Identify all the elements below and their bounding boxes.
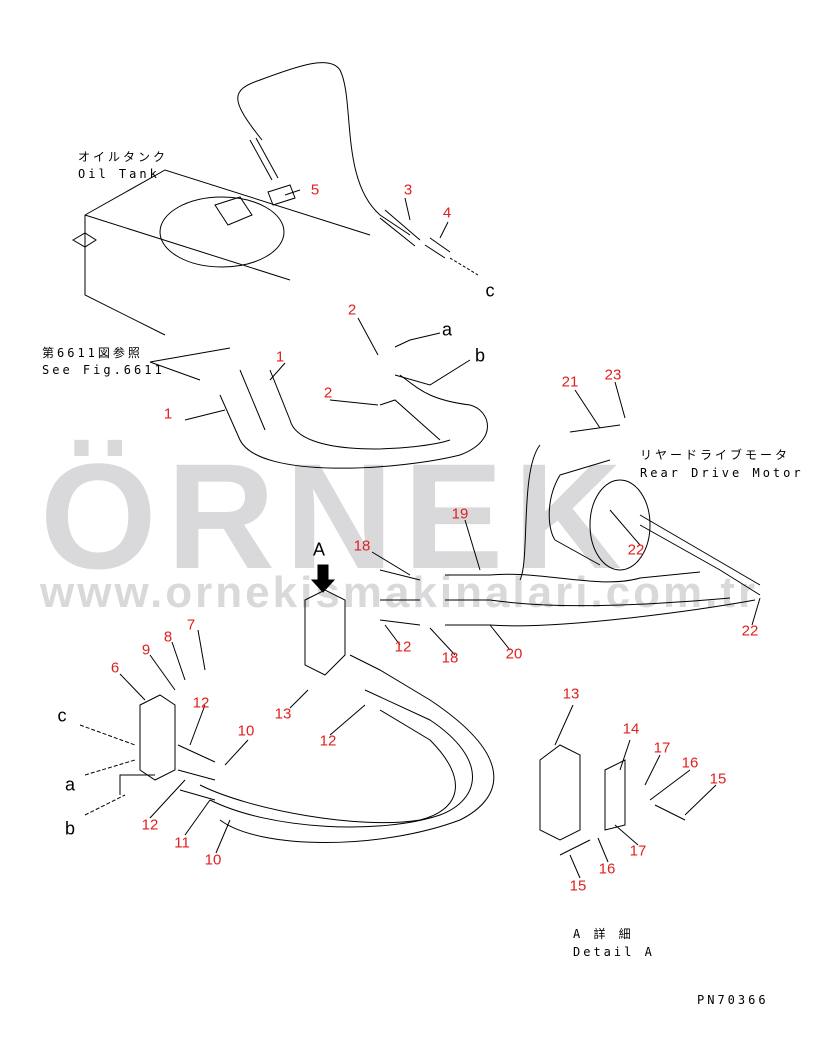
callout: 2 xyxy=(347,301,357,319)
connection-label: b xyxy=(474,345,486,366)
connection-label: c xyxy=(485,280,495,301)
callout: 12 xyxy=(192,694,210,712)
callout: 18 xyxy=(353,537,371,555)
callout: 21 xyxy=(561,373,579,391)
callout: 9 xyxy=(141,641,151,659)
callout: 5 xyxy=(310,181,320,199)
detail-block-13 xyxy=(539,744,581,841)
callout: 17 xyxy=(629,842,647,860)
valve-block-13 xyxy=(304,589,346,676)
hose-3 xyxy=(237,62,411,236)
fitting-2a xyxy=(394,332,441,348)
callout: 18 xyxy=(441,649,459,667)
rear-drive-motor xyxy=(589,479,651,571)
elbow-5 xyxy=(267,184,296,206)
valve-block-6 xyxy=(139,694,176,781)
detail-label-jp: A 詳 細 xyxy=(573,927,634,941)
watermark-logo: ÖRNEK xyxy=(40,432,632,600)
callout: 10 xyxy=(204,851,222,869)
callout: 23 xyxy=(604,366,622,384)
callout: 8 xyxy=(163,628,173,646)
part-number: PN70366 xyxy=(697,993,769,1007)
callout: 16 xyxy=(598,860,616,878)
callout: 14 xyxy=(622,720,640,738)
hose-1 xyxy=(219,374,488,469)
callout: 12 xyxy=(394,638,412,656)
rear-motor-label-en: Rear Drive Motor xyxy=(640,466,804,480)
see-fig-label-en: See Fig.6611 xyxy=(42,363,165,377)
oil-tank-label-jp: オイルタンク xyxy=(78,150,169,164)
hose-end xyxy=(249,137,279,181)
connection-label: a xyxy=(441,319,453,340)
callout: 19 xyxy=(451,505,469,523)
detail-label-en: Detail A xyxy=(573,945,655,959)
connection-label: a xyxy=(64,774,76,795)
connection-label: c xyxy=(57,705,67,726)
view-a-arrow xyxy=(310,564,336,593)
callout: 22 xyxy=(627,541,645,559)
callout: 1 xyxy=(275,348,285,366)
see-fig-label-jp: 第6611図参照 xyxy=(42,346,143,360)
callout: 4 xyxy=(442,204,452,222)
callout: 15 xyxy=(709,770,727,788)
bracket-14 xyxy=(604,759,626,831)
callout: 12 xyxy=(141,816,159,834)
oil-tank xyxy=(72,169,371,336)
callout: 13 xyxy=(274,705,292,723)
callout: 12 xyxy=(319,732,337,750)
callout: 7 xyxy=(186,616,196,634)
callout: 3 xyxy=(403,181,413,199)
callout: 20 xyxy=(505,645,523,663)
view-a-label: A xyxy=(312,539,326,560)
callout: 22 xyxy=(741,622,759,640)
watermark-url: www.ornekismakinalari.com.tr xyxy=(40,568,759,617)
connection-label: b xyxy=(64,818,76,839)
callout: 2 xyxy=(323,384,333,402)
callout: 16 xyxy=(681,754,699,772)
hose-fitting-3 xyxy=(379,209,421,247)
callout: 1 xyxy=(163,405,173,423)
callout: 13 xyxy=(562,685,580,703)
callout: 17 xyxy=(653,739,671,757)
callout: 10 xyxy=(237,722,255,740)
rear-motor-label-jp: リヤードライブモータ xyxy=(640,448,791,462)
oil-tank-label-en: Oil Tank xyxy=(78,167,160,181)
callout: 6 xyxy=(110,659,120,677)
callout: 15 xyxy=(569,877,587,895)
callout: 11 xyxy=(174,834,190,852)
